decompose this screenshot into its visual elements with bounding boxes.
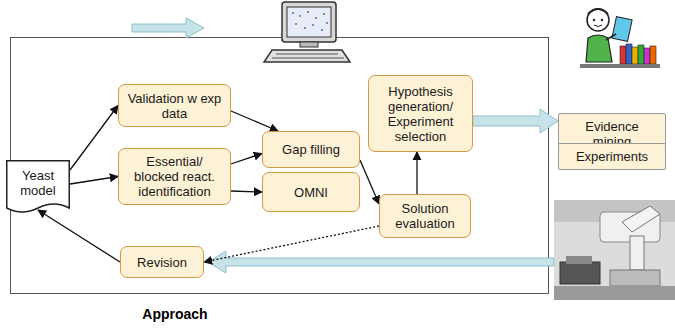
feedback-arrow <box>208 251 554 273</box>
text-wrap: Gap filling <box>276 138 346 161</box>
dotted-arrow <box>204 226 379 262</box>
document-shape: Yeast model <box>6 160 70 216</box>
computer-icon <box>264 2 350 62</box>
node-label: Gap filling <box>282 142 340 157</box>
caption: Approach <box>95 306 255 322</box>
process-box: Essential/ blocked react. identification <box>118 148 231 205</box>
flow-arrow <box>70 106 118 171</box>
process-box: Gap filling <box>262 131 360 168</box>
process-box: OMNI <box>262 172 360 212</box>
text-wrap: Yeast model <box>6 160 70 202</box>
text-wrap: Experiments <box>570 145 654 168</box>
text-wrap: Solution evaluation <box>380 197 470 235</box>
text-wrap: Hypothesis generation/ Experiment select… <box>369 80 472 148</box>
process-box: Solution evaluation <box>379 194 471 238</box>
flow-arrow <box>360 160 379 204</box>
evidence-box: Experiments <box>558 143 666 170</box>
node-label: Hypothesis generation/ Experiment select… <box>375 84 466 144</box>
text-wrap: Revision <box>131 251 193 274</box>
block-arrow <box>473 109 558 133</box>
node-label: Solution evaluation <box>386 201 464 231</box>
text-wrap: Validation w exp data <box>119 87 230 125</box>
frame <box>11 38 549 294</box>
flow-arrow <box>416 152 417 194</box>
process-box: Validation w exp data <box>118 84 231 127</box>
robot-photo <box>554 200 675 300</box>
flow-arrow <box>231 111 278 131</box>
flow-arrow <box>132 18 204 38</box>
flow-arrow <box>231 191 262 192</box>
text-wrap: Essential/ blocked react. identification <box>119 150 230 203</box>
process-box: Hypothesis generation/ Experiment select… <box>368 75 473 152</box>
flow-arrow <box>70 177 118 185</box>
person-icon <box>580 9 660 68</box>
flow-arrow <box>231 154 262 165</box>
node-label: Experiments <box>576 149 648 164</box>
node-label: Yeast model <box>12 168 64 198</box>
flow-arrow <box>38 210 120 262</box>
node-label: Essential/ blocked react. identification <box>125 154 224 199</box>
node-label: Validation w exp data <box>125 91 224 121</box>
process-box: Revision <box>120 246 204 278</box>
node-label: OMNI <box>294 185 328 200</box>
node-label: Revision <box>137 255 187 270</box>
text-wrap: OMNI <box>288 181 334 204</box>
